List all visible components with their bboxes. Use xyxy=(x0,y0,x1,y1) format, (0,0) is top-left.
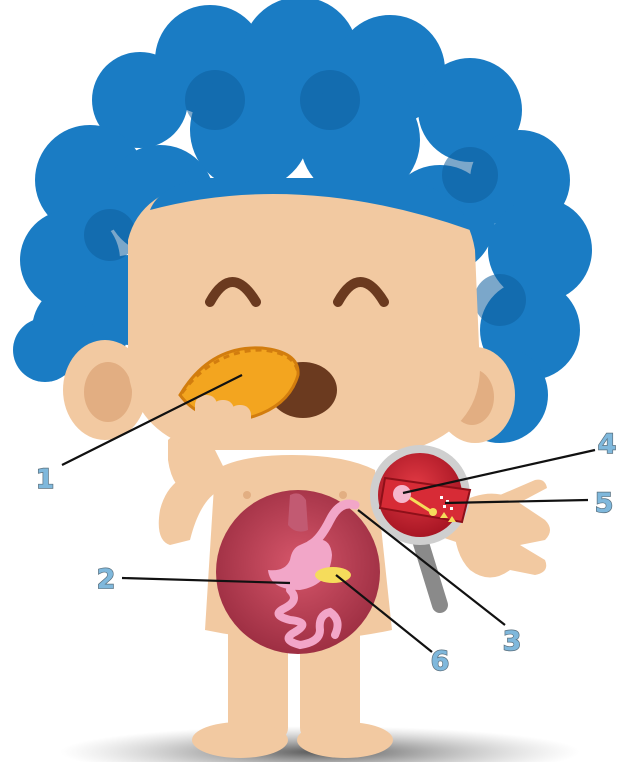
label-6: 6 xyxy=(431,646,450,677)
label-3: 3 xyxy=(503,626,522,657)
label-4: 4 xyxy=(598,429,617,460)
label-5: 5 xyxy=(595,488,614,519)
label-2: 2 xyxy=(97,564,116,595)
upper-organ xyxy=(288,493,308,531)
right-nipple xyxy=(339,491,347,499)
gallbladder xyxy=(315,567,351,583)
label-1: 1 xyxy=(36,464,55,495)
left-nipple xyxy=(243,491,251,499)
